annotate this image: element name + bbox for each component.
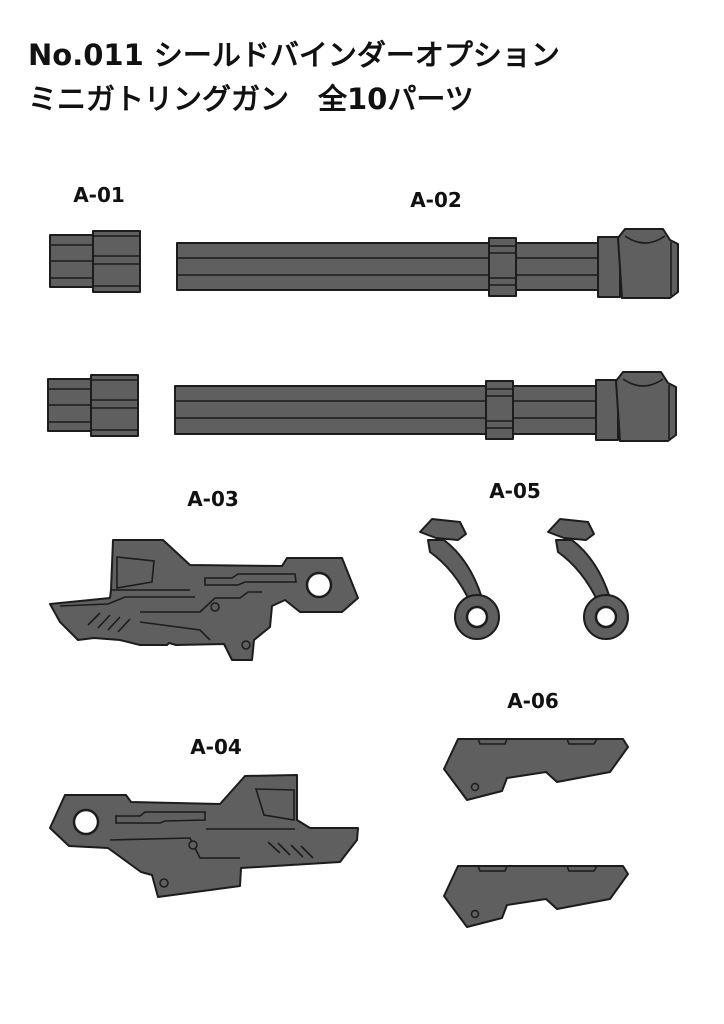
part-a06-icon <box>443 865 629 928</box>
page-title-line2: ミニガトリングガン 全10パーツ <box>28 82 474 116</box>
part-a02-icon <box>174 371 677 442</box>
part-a05-icon <box>547 518 629 640</box>
part-a03-icon <box>49 539 359 661</box>
part-label-a03: A-03 <box>187 487 239 511</box>
part-a04-icon <box>49 774 359 898</box>
part-a01-icon <box>49 230 141 293</box>
part-label-a06: A-06 <box>507 689 559 713</box>
part-label-a05: A-05 <box>489 479 541 503</box>
part-label-a04: A-04 <box>190 735 242 759</box>
part-label-a02: A-02 <box>410 188 462 212</box>
page-title-line1: No.011 シールドバインダーオプション <box>28 38 560 72</box>
part-a01-icon <box>47 374 139 437</box>
part-a02-icon <box>176 228 679 299</box>
part-a06-icon <box>443 738 629 801</box>
part-label-a01: A-01 <box>73 183 125 207</box>
part-a05-icon <box>419 518 500 640</box>
